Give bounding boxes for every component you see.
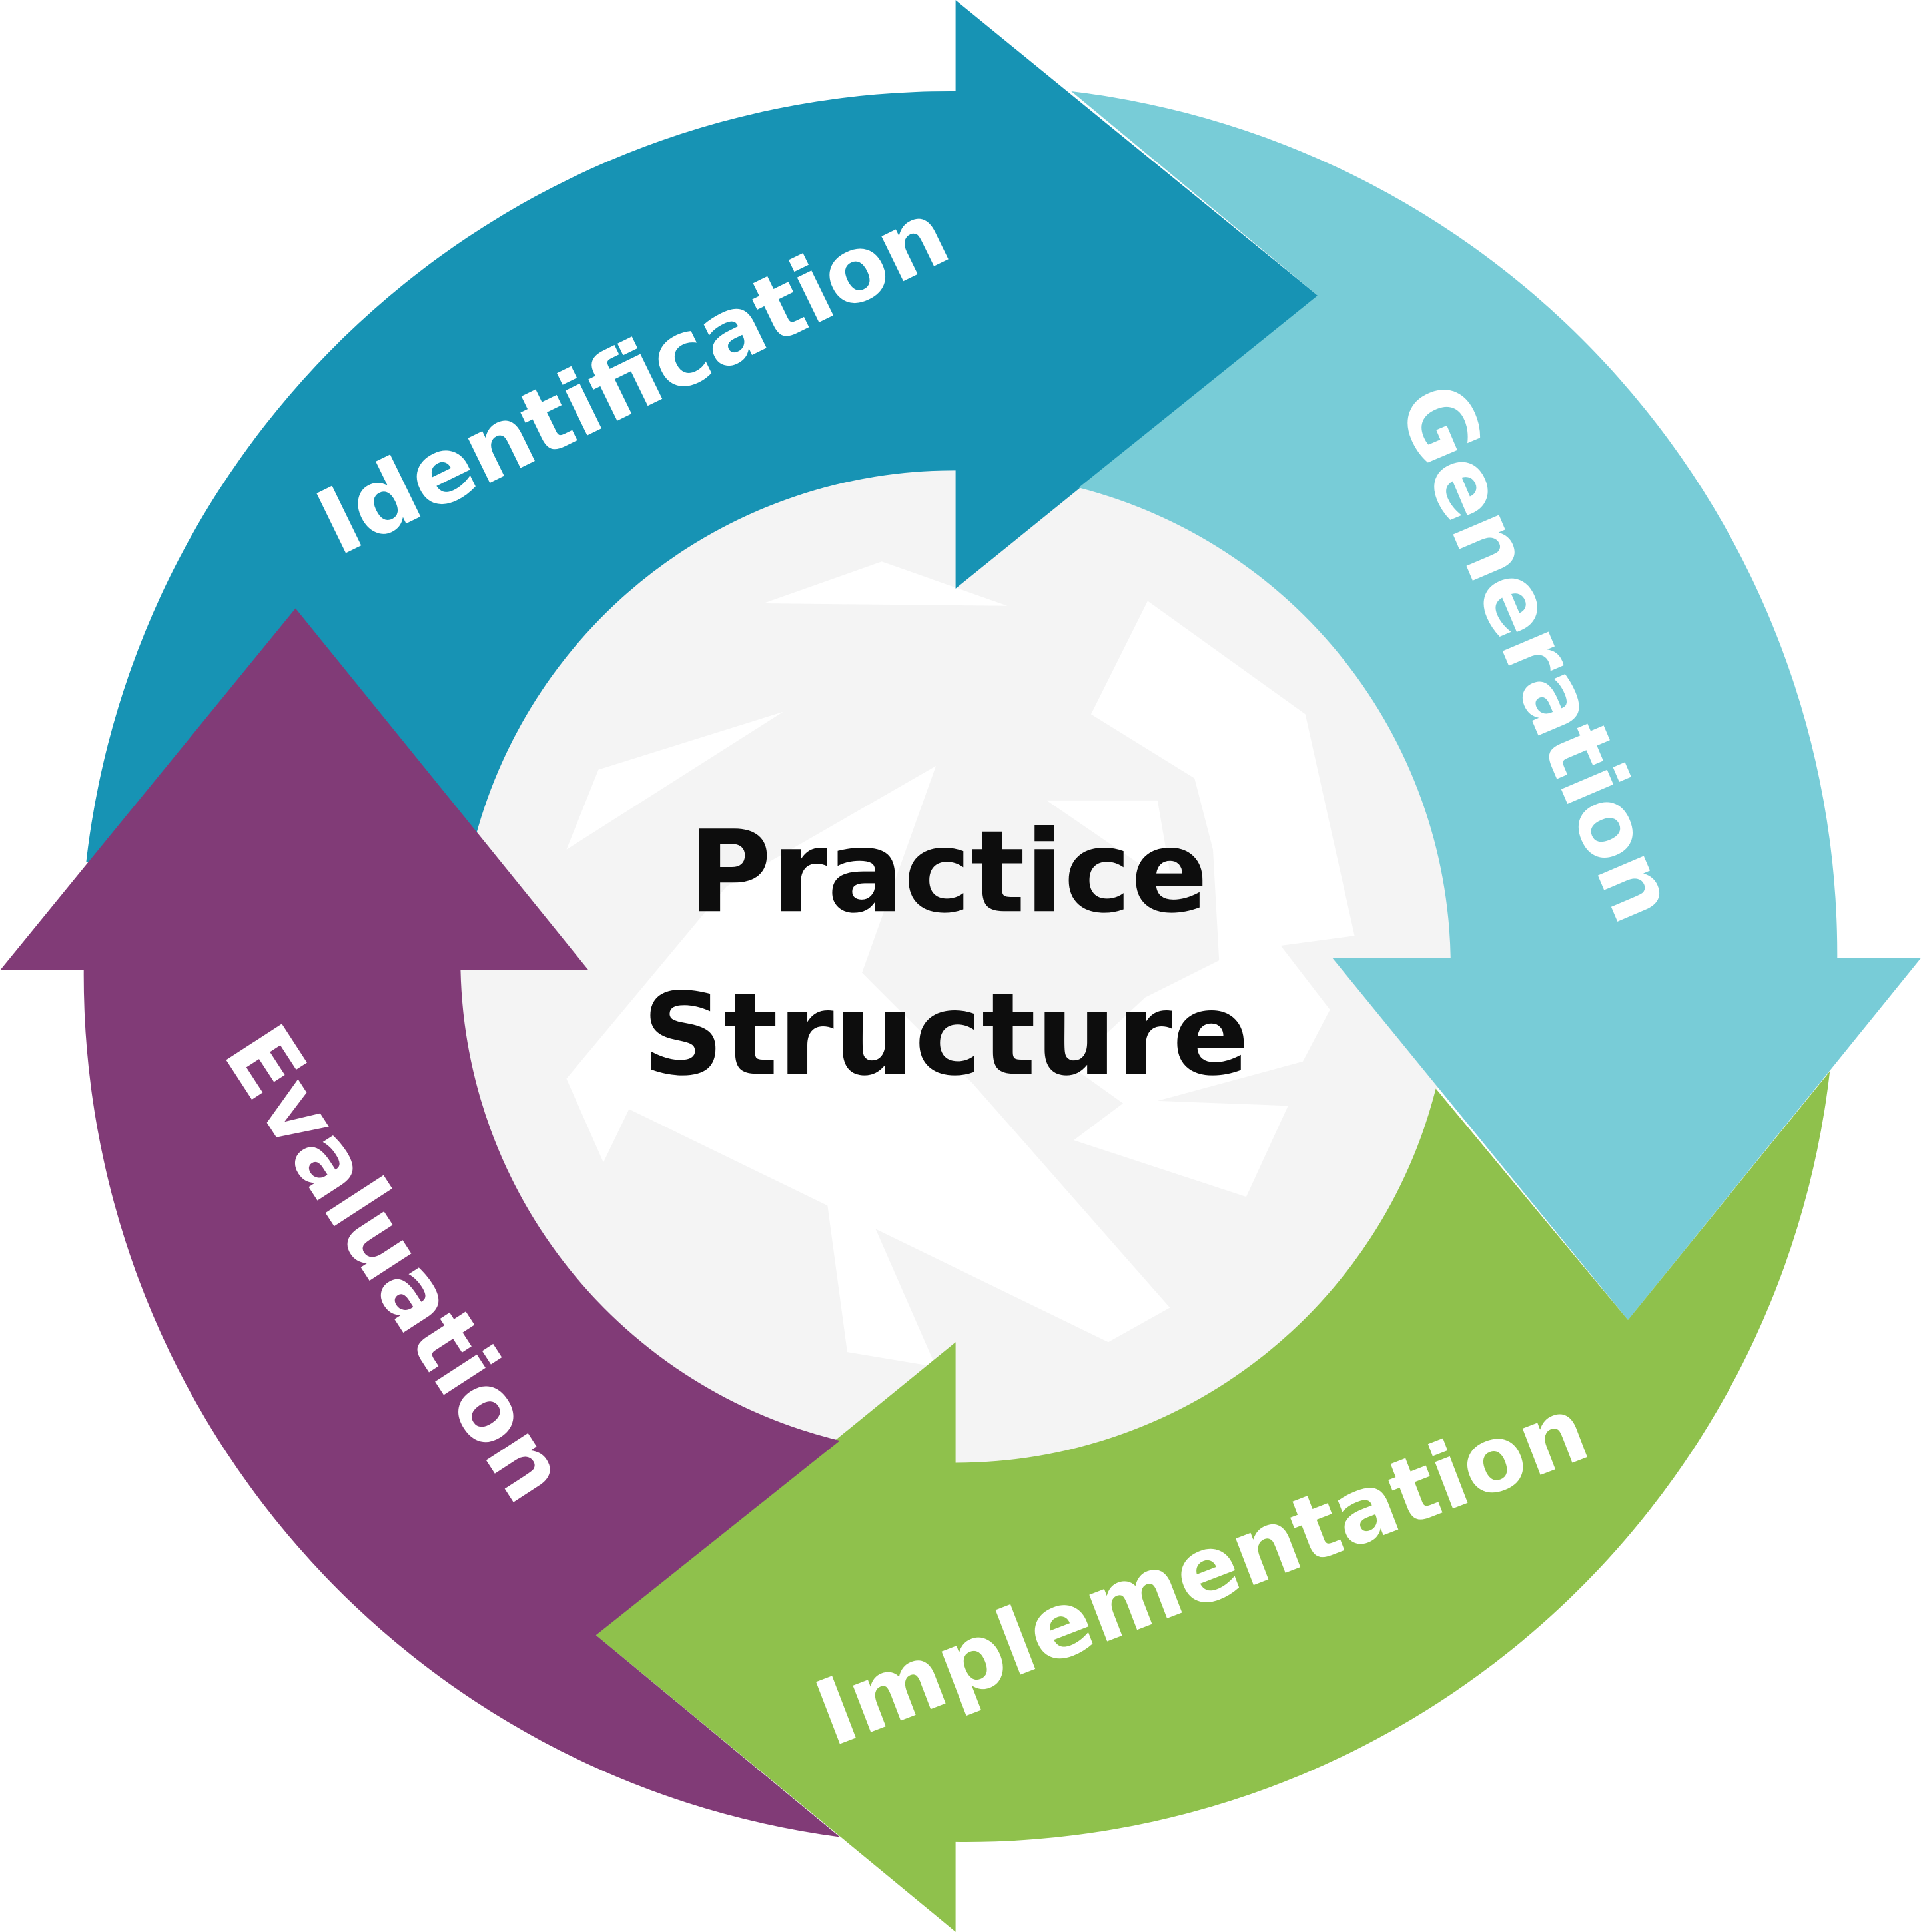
center-disc — [458, 468, 1453, 1463]
implementation-arrow — [595, 1071, 1830, 1932]
generation-arrow — [1071, 91, 1921, 1321]
evaluation-arrow — [0, 608, 840, 1837]
center-title-line-1: Practice — [689, 806, 1208, 938]
identification-arrow — [86, 0, 1318, 862]
center-title-line-2: Structure — [642, 969, 1249, 1101]
